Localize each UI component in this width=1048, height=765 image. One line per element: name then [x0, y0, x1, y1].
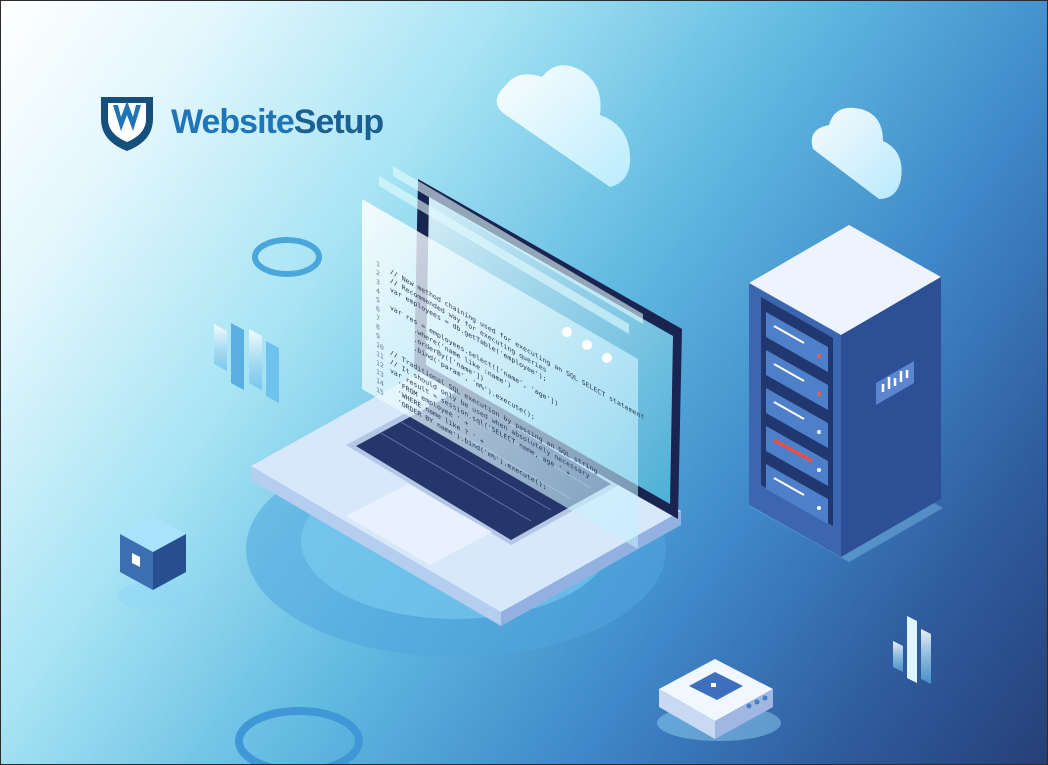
brand-name-part1: Website — [171, 102, 295, 141]
cloud-icon — [496, 65, 631, 187]
router-icon — [657, 659, 781, 741]
brand-name: WebsiteSetup — [171, 102, 384, 142]
code-window-layers — [362, 166, 643, 549]
bar-chart-icon — [876, 361, 914, 405]
ring-icon — [235, 707, 363, 764]
cube-icon — [117, 516, 189, 610]
bars-icon — [893, 616, 931, 684]
shield-w-icon — [101, 97, 153, 151]
brand-name-part2: Setup — [293, 102, 384, 141]
bars-icon — [214, 323, 279, 403]
brand-logo[interactable]: WebsiteSetup — [99, 93, 384, 151]
cloud-icon — [811, 107, 902, 199]
server-rack-icon — [749, 225, 943, 562]
ring-icon — [252, 237, 322, 277]
